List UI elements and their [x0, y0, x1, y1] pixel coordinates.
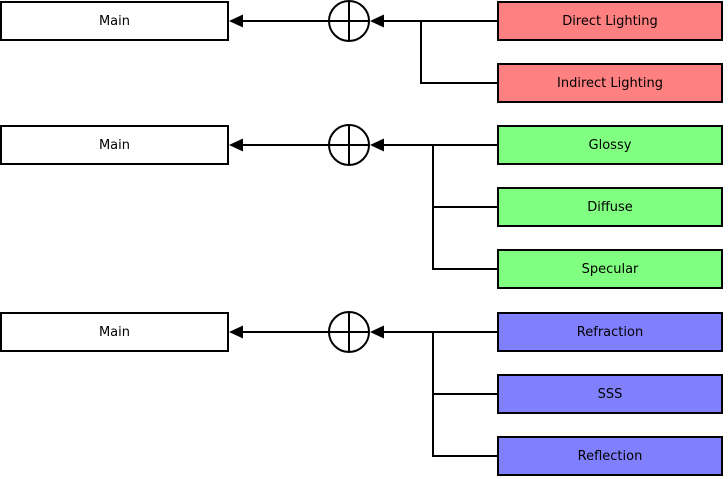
- arrowhead-into-merge-1: [370, 14, 384, 28]
- group3-wires: [229, 311, 497, 457]
- main-node-3-label: Main: [98, 324, 131, 340]
- node-indirect-lighting-label: Indirect Lighting: [557, 75, 663, 91]
- node-glossy-label: Glossy: [588, 137, 632, 153]
- arrowhead-into-main-1: [229, 14, 243, 28]
- node-diffuse-label: Diffuse: [587, 199, 633, 215]
- node-refraction-label: Refraction: [576, 324, 644, 340]
- node-specular-label: Specular: [581, 261, 639, 277]
- arrowhead-into-main-2: [229, 138, 243, 152]
- group2-wires: [229, 124, 497, 270]
- arrowhead-into-merge-3: [370, 325, 384, 339]
- node-sss-label: SSS: [597, 386, 623, 402]
- node-diffuse: Diffuse: [497, 187, 723, 227]
- merge-plus-icon-1: [328, 0, 370, 42]
- arrowhead-into-main-3: [229, 325, 243, 339]
- main-node-2-label: Main: [98, 137, 131, 153]
- main-node-1: Main: [0, 1, 229, 41]
- node-reflection-label: Reflection: [577, 448, 643, 464]
- node-sss: SSS: [497, 374, 723, 414]
- main-node-3: Main: [0, 312, 229, 352]
- group1-wires: [229, 0, 497, 84]
- main-node-2: Main: [0, 125, 229, 165]
- node-specular: Specular: [497, 249, 723, 289]
- node-glossy: Glossy: [497, 125, 723, 165]
- node-reflection: Reflection: [497, 436, 723, 476]
- main-node-1-label: Main: [98, 13, 131, 29]
- node-refraction: Refraction: [497, 312, 723, 352]
- arrowhead-into-merge-2: [370, 138, 384, 152]
- merge-plus-icon-2: [328, 124, 370, 166]
- merge-plus-icon-3: [328, 311, 370, 353]
- node-direct-lighting-label: Direct Lighting: [562, 13, 658, 29]
- node-indirect-lighting: Indirect Lighting: [497, 63, 723, 103]
- node-direct-lighting: Direct Lighting: [497, 1, 723, 41]
